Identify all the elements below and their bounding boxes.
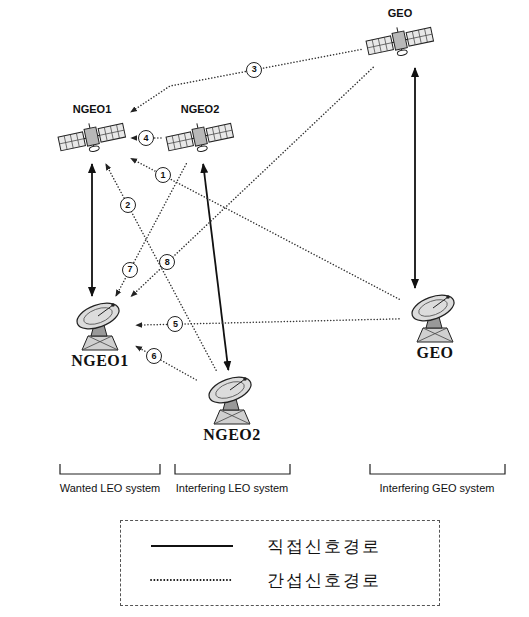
satellite: NGEO2 [163, 100, 237, 162]
earth-station: NGEO2 [198, 372, 266, 446]
interference-path [131, 67, 373, 296]
legend-swatch [149, 574, 235, 586]
system-label: Wanted LEO system [60, 481, 160, 495]
earth-station: GEO [401, 290, 469, 364]
callout-circle: 7 [122, 262, 138, 278]
satellite: NGEO1 [55, 100, 129, 162]
callout-number: 7 [127, 265, 132, 274]
callout-circle: 2 [120, 197, 136, 213]
satellite-label: GEO [388, 6, 412, 20]
callout-circle: 1 [155, 167, 171, 183]
earth-station-icon [200, 374, 264, 426]
interference-path [131, 158, 399, 299]
direct-signal-path [203, 164, 228, 370]
satellite: GEO [363, 4, 437, 66]
station-label: GEO [416, 344, 453, 362]
earth-station-icon [403, 292, 467, 344]
legend-dotted-line [151, 579, 233, 581]
callout-number: 4 [143, 134, 148, 143]
callout-number: 8 [165, 258, 170, 267]
earth-station-symbol [409, 292, 458, 342]
callout-circle: 5 [167, 316, 183, 332]
callout-number: 6 [151, 352, 156, 361]
station-label: NGEO2 [203, 426, 261, 444]
direct-signal-path [414, 68, 416, 288]
satellite-label: NGEO1 [73, 102, 112, 116]
system-bracket [175, 464, 290, 474]
legend-row: 간섭신호경로 [131, 563, 429, 597]
callout-number: 2 [125, 201, 130, 210]
legend-text: 간섭신호경로 [267, 570, 381, 590]
callout-circle: 3 [246, 62, 262, 78]
system-bracket [370, 464, 505, 474]
satellite-symbol [365, 20, 435, 62]
interference-path [131, 49, 361, 112]
direct-signal-path [91, 164, 93, 296]
callout-number: 1 [160, 171, 165, 180]
system-label: Interfering LEO system [176, 481, 289, 495]
legend-solid-line [151, 545, 233, 547]
callout-circle: 4 [138, 130, 154, 146]
callout-number: 5 [173, 320, 178, 329]
satellite-icon [57, 116, 127, 160]
callout-circle: 8 [159, 254, 175, 270]
legend-text: 직접신호경로 [267, 536, 381, 556]
satellite-icon [365, 20, 435, 64]
earth-station-icon [68, 300, 132, 352]
station-label: NGEO1 [71, 352, 129, 370]
earth-station-symbol [206, 374, 255, 424]
interference-path [116, 164, 186, 296]
satellite-symbol [165, 116, 235, 158]
interference-path [136, 346, 197, 380]
system-bracket [60, 464, 160, 474]
earth-station-symbol [74, 300, 123, 350]
interference-path [106, 164, 216, 370]
legend-box: 직접신호경로간섭신호경로 [120, 520, 440, 606]
satellite-symbol [57, 116, 127, 158]
callout-circle: 6 [146, 348, 162, 364]
legend-swatch [149, 540, 235, 552]
satellite-label: NGEO2 [181, 102, 220, 116]
callout-number: 3 [252, 65, 257, 74]
earth-station: NGEO1 [66, 298, 134, 372]
satellite-icon [165, 116, 235, 160]
system-label: Interfering GEO system [380, 481, 495, 495]
legend-row: 직접신호경로 [131, 529, 429, 563]
